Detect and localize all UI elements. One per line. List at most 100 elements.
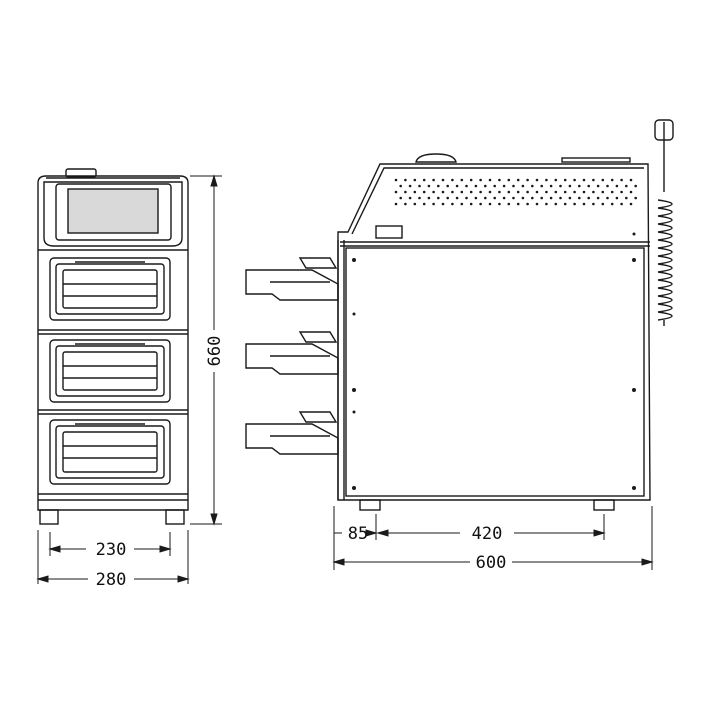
- dim-label-420: 420: [472, 524, 503, 544]
- vent-hole: [441, 202, 445, 206]
- vent-hole: [404, 202, 407, 206]
- vent-hole: [587, 184, 590, 188]
- vent-hole: [432, 190, 435, 194]
- vent-hole: [601, 190, 605, 194]
- vent-hole: [606, 196, 609, 200]
- vent-hole: [578, 196, 581, 200]
- vent-hole: [502, 196, 506, 200]
- display-screen: [67, 188, 159, 234]
- vent-hole: [521, 196, 525, 200]
- side-dimensions: [332, 506, 654, 570]
- vent-hole: [545, 178, 548, 182]
- vent-hole: [545, 190, 548, 194]
- side-view: [245, 119, 674, 511]
- vent-hole: [540, 184, 543, 188]
- vent-hole: [488, 178, 492, 182]
- vent-hole: [625, 184, 628, 188]
- side-tray-2: [245, 331, 339, 375]
- vent-hole: [488, 190, 492, 194]
- vent-hole: [479, 202, 482, 206]
- vent-hole: [610, 202, 614, 206]
- vent-hole: [394, 190, 398, 194]
- vent-hole: [493, 184, 497, 188]
- vent-hole: [531, 196, 534, 200]
- vent-hole: [629, 190, 633, 194]
- vent-hole: [512, 184, 515, 188]
- vent-hole: [455, 184, 459, 188]
- vent-hole: [460, 202, 464, 206]
- vent-hole: [610, 190, 614, 194]
- vent-hole: [526, 202, 529, 206]
- vent-hole: [394, 178, 398, 182]
- vent-hole: [512, 196, 515, 200]
- vent-hole: [559, 184, 562, 188]
- front-foot-right: [165, 509, 185, 525]
- vent-hole: [404, 190, 407, 194]
- vent-hole: [568, 196, 572, 200]
- vent-hole: [418, 196, 421, 200]
- vent-hole: [606, 184, 609, 188]
- vent-hole: [507, 190, 511, 194]
- vent-hole: [418, 184, 421, 188]
- vent-hole: [521, 184, 525, 188]
- vent-hole: [507, 178, 511, 182]
- vent-hole: [620, 178, 623, 182]
- vent-hole: [441, 178, 445, 182]
- vent-hole: [526, 178, 529, 182]
- front-dimensions: [36, 174, 222, 584]
- rating-label: [375, 225, 403, 239]
- vent-hole: [545, 202, 548, 206]
- vent-hole: [422, 202, 426, 206]
- vent-hole: [563, 202, 567, 206]
- vent-hole: [629, 178, 633, 182]
- vent-hole: [634, 196, 637, 200]
- vent-hole: [446, 184, 450, 188]
- vent-hole: [535, 178, 539, 182]
- vent-hole: [568, 184, 572, 188]
- front-tray-2: [49, 339, 171, 403]
- vent-hole: [446, 196, 450, 200]
- vent-hole: [422, 190, 426, 194]
- vent-hole: [498, 190, 501, 194]
- vent-hole: [451, 202, 454, 206]
- vent-hole: [596, 184, 600, 188]
- vent-hole: [573, 190, 576, 194]
- vent-hole: [422, 178, 426, 182]
- vent-hole: [484, 196, 487, 200]
- vent-hole: [535, 202, 539, 206]
- display-screen-bezel: [55, 183, 172, 241]
- side-top-vent: [561, 157, 631, 163]
- vent-hole: [427, 184, 431, 188]
- power-cord: [654, 119, 674, 326]
- vent-hole: [399, 184, 403, 188]
- vent-hole: [582, 190, 586, 194]
- side-body: [337, 163, 651, 501]
- vent-hole: [413, 178, 417, 182]
- vent-hole: [408, 184, 412, 188]
- control-panel: [43, 181, 183, 247]
- vent-hole: [474, 184, 478, 188]
- vent-hole: [469, 190, 473, 194]
- vent-hole: [620, 202, 623, 206]
- vent-hole: [437, 196, 440, 200]
- vent-hole: [540, 196, 543, 200]
- vent-hole: [516, 202, 520, 206]
- vent-hole: [535, 190, 539, 194]
- dim-label-600: 600: [476, 553, 507, 573]
- side-foot-back: [593, 499, 615, 511]
- vent-hole: [498, 178, 501, 182]
- vent-hole: [563, 190, 567, 194]
- vent-hole: [629, 202, 633, 206]
- vent-hole: [601, 202, 605, 206]
- vent-hole: [474, 196, 478, 200]
- vent-hole: [559, 196, 562, 200]
- vent-hole: [620, 190, 623, 194]
- front-foot-left: [39, 509, 59, 525]
- vent-hole: [460, 190, 464, 194]
- vent-hole: [592, 202, 595, 206]
- vent-hole: [573, 178, 576, 182]
- vent-hole: [554, 202, 558, 206]
- vent-hole: [587, 196, 590, 200]
- vent-hole: [601, 178, 605, 182]
